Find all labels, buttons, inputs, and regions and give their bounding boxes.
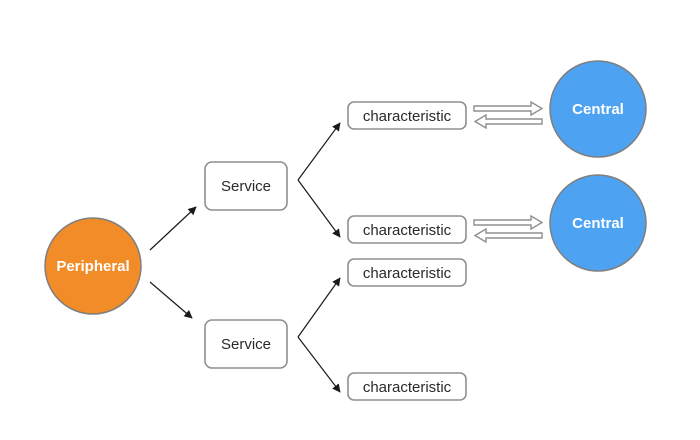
- central-label: Central: [572, 101, 624, 118]
- service-label: Service: [221, 336, 271, 353]
- characteristic-box: [347, 372, 467, 401]
- service-node: Service: [204, 161, 288, 211]
- characteristic-box: [347, 258, 467, 287]
- service-box: [204, 319, 288, 369]
- characteristic-label: characteristic: [363, 108, 452, 125]
- edge-service-1-to-characteristic-2: [297, 179, 341, 238]
- edge-service-2-to-characteristic-3: [297, 277, 341, 338]
- characteristic-box: [347, 215, 467, 244]
- central-label: Central: [572, 215, 624, 232]
- characteristic-box: [347, 101, 467, 130]
- arrow-left-icon: [473, 227, 543, 244]
- edge-service-2-to-characteristic-4: [297, 336, 341, 393]
- characteristic-node: characteristic: [347, 372, 467, 401]
- peripheral-node: Peripheral: [44, 217, 142, 315]
- peripheral-label: Peripheral: [56, 258, 129, 275]
- arrow-right-icon: [473, 214, 544, 231]
- arrow-left-icon: [473, 113, 543, 130]
- service-box: [204, 161, 288, 211]
- central-node: Central: [549, 174, 647, 272]
- characteristic-node: characteristic: [347, 215, 467, 244]
- characteristic-node: characteristic: [347, 101, 467, 130]
- edge-peripheral-to-service-2: [149, 281, 193, 319]
- arrow-right-icon: [473, 100, 544, 117]
- bidirectional-arrow: [473, 100, 544, 130]
- service-label: Service: [221, 178, 271, 195]
- edge-service-1-to-characteristic-1: [297, 122, 341, 181]
- characteristic-node: characteristic: [347, 258, 467, 287]
- service-node: Service: [204, 319, 288, 369]
- edge-peripheral-to-service-1: [149, 206, 197, 251]
- characteristic-label: characteristic: [363, 379, 452, 396]
- characteristic-label: characteristic: [363, 265, 452, 282]
- bidirectional-arrow: [473, 214, 544, 244]
- central-node: Central: [549, 60, 647, 158]
- characteristic-label: characteristic: [363, 222, 452, 239]
